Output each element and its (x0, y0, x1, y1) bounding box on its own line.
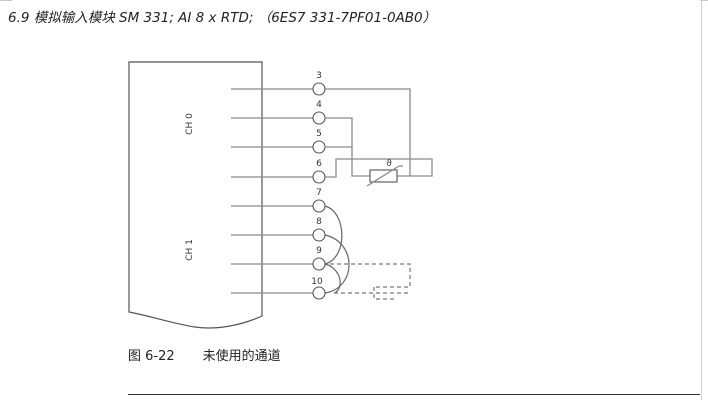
channel-label-ch1: CH 1 (185, 239, 195, 261)
wire-t6 (325, 158, 433, 178)
terminal-8 (312, 228, 326, 242)
terminal-number: 7 (316, 188, 322, 198)
terminal-7 (312, 199, 326, 213)
module-body (128, 61, 263, 329)
figure-caption: 图 6-22 未使用的通道 (128, 345, 281, 364)
terminal-9 (312, 257, 326, 271)
figure-number: 图 6-22 (128, 349, 175, 364)
terminal-number: 3 (316, 71, 322, 81)
terminal-5 (312, 140, 326, 154)
terminal-4 (312, 111, 326, 125)
terminal-3 (312, 82, 326, 96)
section-title: 6.9 模拟输入模块 SM 331; AI 8 x RTD; （6ES7 331… (8, 10, 437, 26)
top-rule (0, 0, 12, 1)
rtd-symbol: ϑ (386, 159, 392, 169)
terminal-number: 10 (311, 277, 323, 287)
wire-t3 (325, 88, 411, 177)
terminal-number: 5 (316, 129, 322, 139)
rtd-arrow (366, 165, 400, 187)
terminal-10 (312, 286, 326, 300)
terminal-6 (312, 170, 326, 184)
channel-label-ch0: CH 0 (185, 113, 195, 135)
wire-t5 (351, 147, 370, 177)
footer-rule (128, 394, 700, 395)
dashed-placeholder (373, 287, 396, 300)
dashed-placeholder (330, 263, 411, 288)
top-rule (700, 0, 708, 1)
jumper-8-9 (324, 205, 343, 265)
terminal-number: 9 (316, 246, 322, 256)
wire-t4 (325, 117, 353, 148)
terminal-number: 6 (316, 159, 322, 169)
margin-line (701, 0, 702, 400)
jumper-8-10 (324, 234, 350, 294)
figure-title: 未使用的通道 (202, 349, 281, 364)
jumper-9-10 (324, 263, 341, 294)
terminal-number: 4 (316, 100, 322, 110)
terminal-number: 8 (316, 217, 322, 227)
